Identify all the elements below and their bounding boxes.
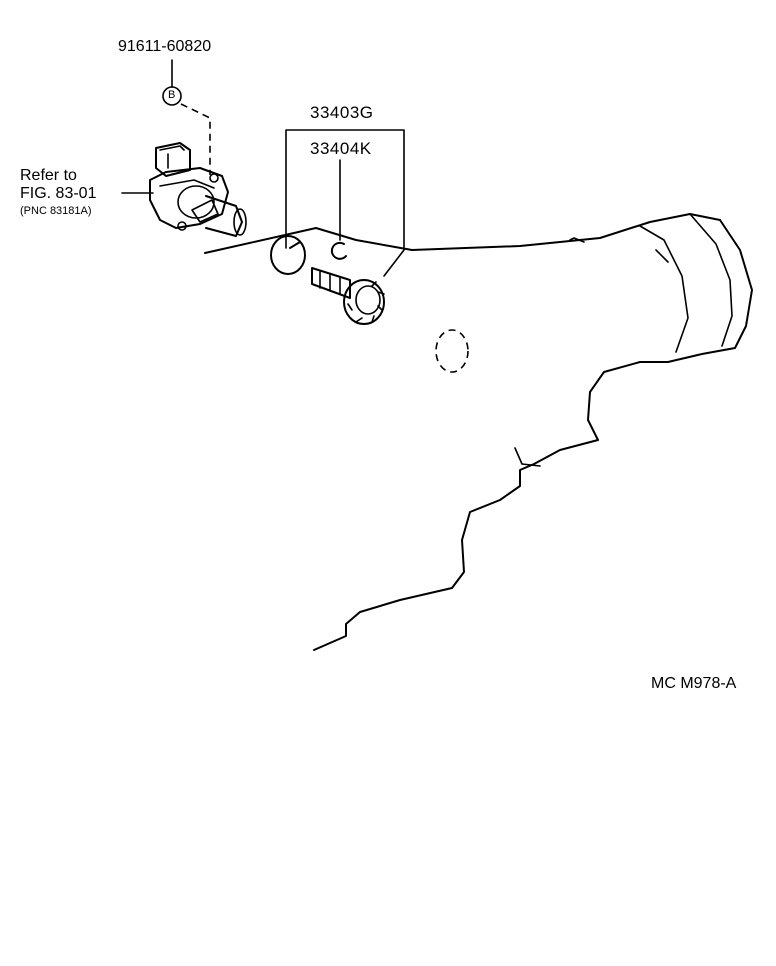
- dashed-leader-b: [180, 103, 211, 175]
- diagram-code: MC M978-A: [651, 675, 737, 692]
- fig-reference: FIG. 83-01: [20, 185, 97, 202]
- part-number-91611: 91611-60820: [118, 38, 212, 55]
- bolt-marker-b: [162, 86, 182, 106]
- bracket-33403g: [285, 129, 405, 277]
- speed-sensor: [149, 142, 247, 237]
- snap-ring: [330, 241, 347, 260]
- part-number-33404k: 33404K: [310, 139, 372, 158]
- driven-gear: [311, 267, 385, 325]
- transmission-case: [204, 213, 753, 651]
- part-number-33403g: 33403G: [310, 103, 374, 122]
- pnc-reference: (PNC 83181A): [20, 205, 92, 217]
- refer-to-label: Refer to: [20, 167, 77, 184]
- bolt-marker-label: B: [168, 89, 176, 101]
- o-ring: [270, 235, 306, 275]
